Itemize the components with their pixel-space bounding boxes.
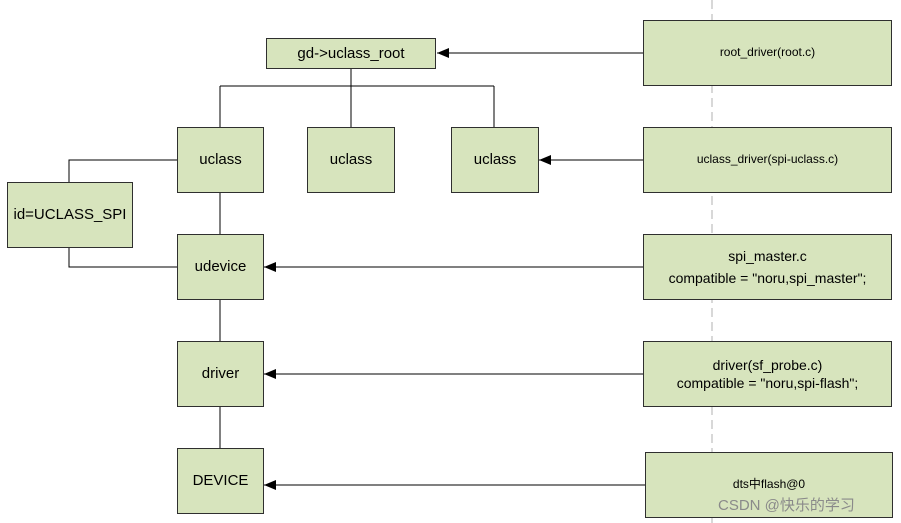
uclass-root-node: gd->uclass_root (266, 38, 436, 69)
watermark: CSDN @快乐的学习 (718, 497, 855, 514)
id-bracket-top (68, 159, 177, 182)
uclass-node-3: uclass (451, 127, 539, 193)
uclass-driver-label: uclass_driver(spi-uclass.c) (696, 152, 839, 167)
spi-master-node: spi_master.c compatible = "noru,spi_mast… (643, 234, 892, 300)
uclass-id-label: id=UCLASS_SPI (13, 206, 127, 224)
sf-probe-compatible: compatible = "noru,spi-flash"; (676, 375, 859, 391)
uclass-driver-node: uclass_driver(spi-uclass.c) (643, 127, 892, 193)
root-driver-label: root_driver(root.c) (719, 45, 816, 60)
id-bracket-bottom (68, 248, 177, 268)
uclass-node-1-label: uclass (199, 151, 242, 169)
spi-master-compatible: compatible = "noru,spi_master"; (668, 270, 867, 286)
dts-flash-node: dts中flash@0 (645, 452, 893, 518)
dts-flash-label: dts中flash@0 (732, 477, 806, 492)
spi-master-filename: spi_master.c (728, 247, 807, 264)
uclass-node-3-label: uclass (473, 151, 517, 169)
sf-probe-filename: driver(sf_probe.c) (712, 356, 823, 373)
sf-probe-node: driver(sf_probe.c) compatible = "noru,sp… (643, 341, 892, 407)
device-label: DEVICE (192, 472, 249, 490)
uclass-root-label: gd->uclass_root (297, 44, 405, 62)
uclass-node-2: uclass (307, 127, 395, 193)
udevice-node: udevice (177, 234, 264, 300)
uclass-node-2-label: uclass (329, 151, 373, 169)
uclass-id-node: id=UCLASS_SPI (7, 182, 133, 248)
root-driver-node: root_driver(root.c) (643, 20, 892, 86)
driver-label: driver (201, 365, 240, 383)
device-node: DEVICE (177, 448, 264, 514)
udevice-label: udevice (194, 258, 247, 276)
driver-node: driver (177, 341, 264, 407)
uclass-node-1: uclass (177, 127, 264, 193)
